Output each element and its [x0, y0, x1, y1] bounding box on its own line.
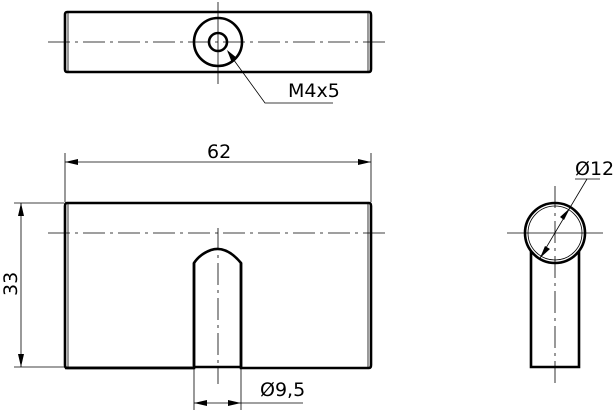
- stem-outline: [192, 263, 243, 369]
- length-label: 62: [207, 141, 231, 163]
- bar-outline: [63, 201, 373, 370]
- thread-label: M4x5: [288, 80, 340, 102]
- top-view: M4x5: [48, 2, 388, 104]
- diameter-label: Ø12: [575, 158, 614, 180]
- height-label: 33: [0, 272, 22, 296]
- top-bar-outline: [63, 10, 373, 74]
- boss-circle: [192, 16, 244, 68]
- thread-hole: [207, 31, 229, 53]
- stem-diameter-label: Ø9,5: [260, 379, 305, 401]
- side-view: Ø12: [507, 158, 614, 386]
- leader-arrow: [227, 50, 237, 63]
- thread-leader: [227, 51, 333, 104]
- front-view: 62 33 Ø9,5: [0, 141, 385, 410]
